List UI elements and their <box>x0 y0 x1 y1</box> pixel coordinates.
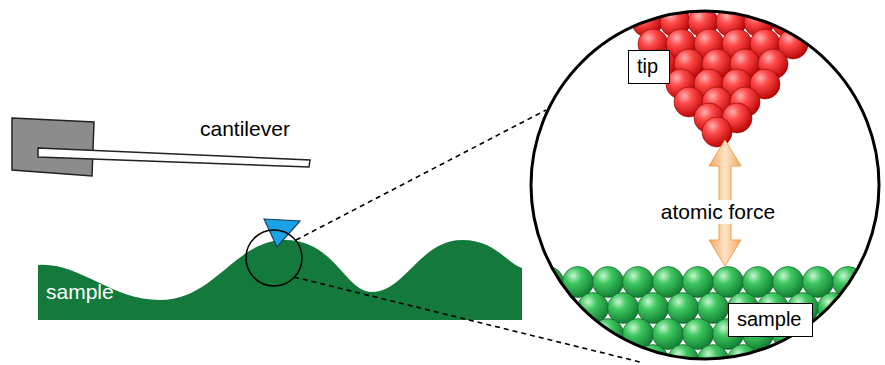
sample-atom <box>563 319 594 350</box>
zoom-spot <box>246 230 302 286</box>
label-text: sample <box>737 307 804 331</box>
sample-label: sample <box>46 280 114 304</box>
sample-atom <box>848 293 879 324</box>
cantilever-label: cantilever <box>200 117 290 141</box>
force-label: atomic force <box>658 200 778 224</box>
sample-atom <box>608 345 639 365</box>
sample-atom <box>833 319 864 350</box>
sample-atom <box>758 345 789 365</box>
probe-tip <box>264 219 300 247</box>
sample-atom <box>878 345 885 365</box>
sample-atom <box>548 345 579 365</box>
sample-atom <box>698 345 729 365</box>
sample-atom <box>818 345 849 365</box>
label-text: tip <box>637 54 661 78</box>
sample-atom <box>533 319 564 350</box>
zoom-circle <box>531 11 879 359</box>
tip-label-box: tip <box>628 50 670 84</box>
sample-surface <box>38 240 522 320</box>
sample-label-box: sample <box>728 303 813 337</box>
tip-atom <box>785 0 815 27</box>
zoom-leader <box>296 110 546 240</box>
sample-atom <box>818 293 849 324</box>
sample-atom <box>878 293 885 324</box>
sample-atom <box>788 345 819 365</box>
sample-atom <box>863 267 885 298</box>
cantilever-base <box>12 118 94 176</box>
cantilever-beam <box>38 148 310 167</box>
tip-atom <box>702 117 732 147</box>
sample-atom <box>863 319 885 350</box>
sample-atom <box>578 345 609 365</box>
sample-atom <box>848 345 879 365</box>
